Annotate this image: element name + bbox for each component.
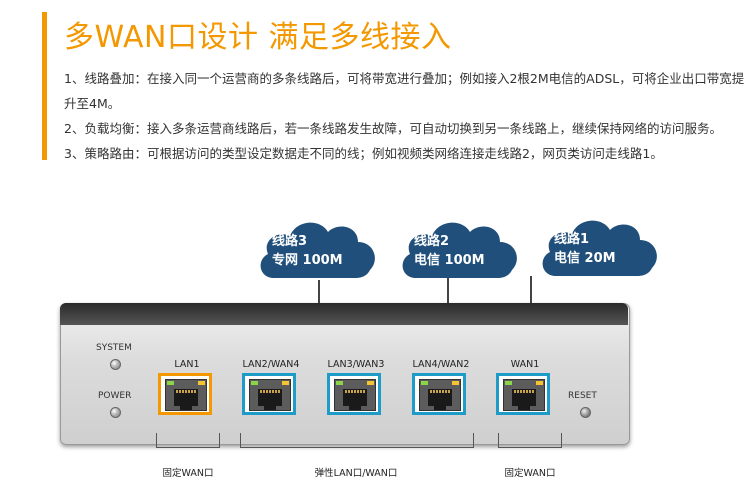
accent-bar xyxy=(42,12,47,160)
cloud-line-2: 线路2 电信 100M xyxy=(396,212,526,290)
port-wan1[interactable] xyxy=(496,373,550,415)
label-fixed-wan-right: 固定WAN口 xyxy=(504,468,556,479)
label-fixed-wan-left: 固定WAN口 xyxy=(162,468,214,479)
cloud-line-3-name: 线路3 xyxy=(272,234,308,249)
port-label-lan4-wan2: LAN4/WAN2 xyxy=(412,359,470,370)
cloud-icon xyxy=(402,222,517,278)
cloud-icon xyxy=(542,220,657,276)
ethernet-jack-icon xyxy=(249,379,291,411)
power-led-label: POWER xyxy=(98,391,132,401)
page-title: 多WAN口设计 满足多线接入 xyxy=(64,20,452,55)
power-led xyxy=(110,407,121,418)
feature-item-load-balance: 2、负载均衡：接入多条运营商线路后，若一条线路发生故障，可自动切换到另一条线路上… xyxy=(64,121,722,136)
router-panel: SYSTEM POWER LAN1 LAN2/WAN4 LAN3/WAN3 LA… xyxy=(60,303,630,455)
ethernet-jack-icon xyxy=(165,379,207,411)
bracket-fixed-wan-right xyxy=(498,433,562,448)
feature-item-overlay: 1、线路叠加：在接入同一个运营商的多条线路后，可将带宽进行叠加；例如接入2根2M… xyxy=(64,71,745,111)
port-lan2-wan4[interactable] xyxy=(242,373,296,415)
port-label-wan1: WAN1 xyxy=(510,359,540,370)
bracket-elastic xyxy=(240,433,474,448)
cloud-line-3-spec: 专网 100M xyxy=(272,253,343,268)
ethernet-jack-icon xyxy=(419,379,461,411)
router-top-strip xyxy=(60,303,628,325)
cloud-icon xyxy=(260,222,375,278)
ethernet-jack-icon xyxy=(334,379,376,411)
cloud-line-1-name: 线路1 xyxy=(554,232,590,247)
port-lan4-wan2[interactable] xyxy=(412,373,466,415)
feature-list: 1、线路叠加：在接入同一个运营商的多条线路后，可将带宽进行叠加；例如接入2根2M… xyxy=(64,66,750,166)
cloud-line-3: 线路3 专网 100M xyxy=(254,212,384,290)
ethernet-jack-icon xyxy=(503,379,545,411)
cloud-line-1-spec: 电信 20M xyxy=(554,251,616,266)
port-label-lan3-wan3: LAN3/WAN3 xyxy=(327,359,385,370)
port-label-lan2-wan4: LAN2/WAN4 xyxy=(242,359,300,370)
cloud-line-1: 线路1 电信 20M xyxy=(536,210,666,288)
cloud-line-2-name: 线路2 xyxy=(414,234,450,249)
label-elastic-lan-wan: 弹性LAN口/WAN口 xyxy=(314,468,398,479)
reset-label: RESET xyxy=(568,391,597,401)
port-label-lan1: LAN1 xyxy=(174,359,200,370)
reset-button[interactable] xyxy=(580,407,591,418)
cloud-line-2-spec: 电信 100M xyxy=(414,253,485,268)
system-led xyxy=(110,359,121,370)
port-lan3-wan3[interactable] xyxy=(327,373,381,415)
system-led-label: SYSTEM xyxy=(96,343,132,353)
bracket-fixed-wan-left xyxy=(156,433,220,448)
port-lan1[interactable] xyxy=(158,373,212,415)
feature-item-policy-routing: 3、策略路由：可根据访问的类型设定数据走不同的线；例如视频类网络连接走线路2，网… xyxy=(64,146,663,161)
